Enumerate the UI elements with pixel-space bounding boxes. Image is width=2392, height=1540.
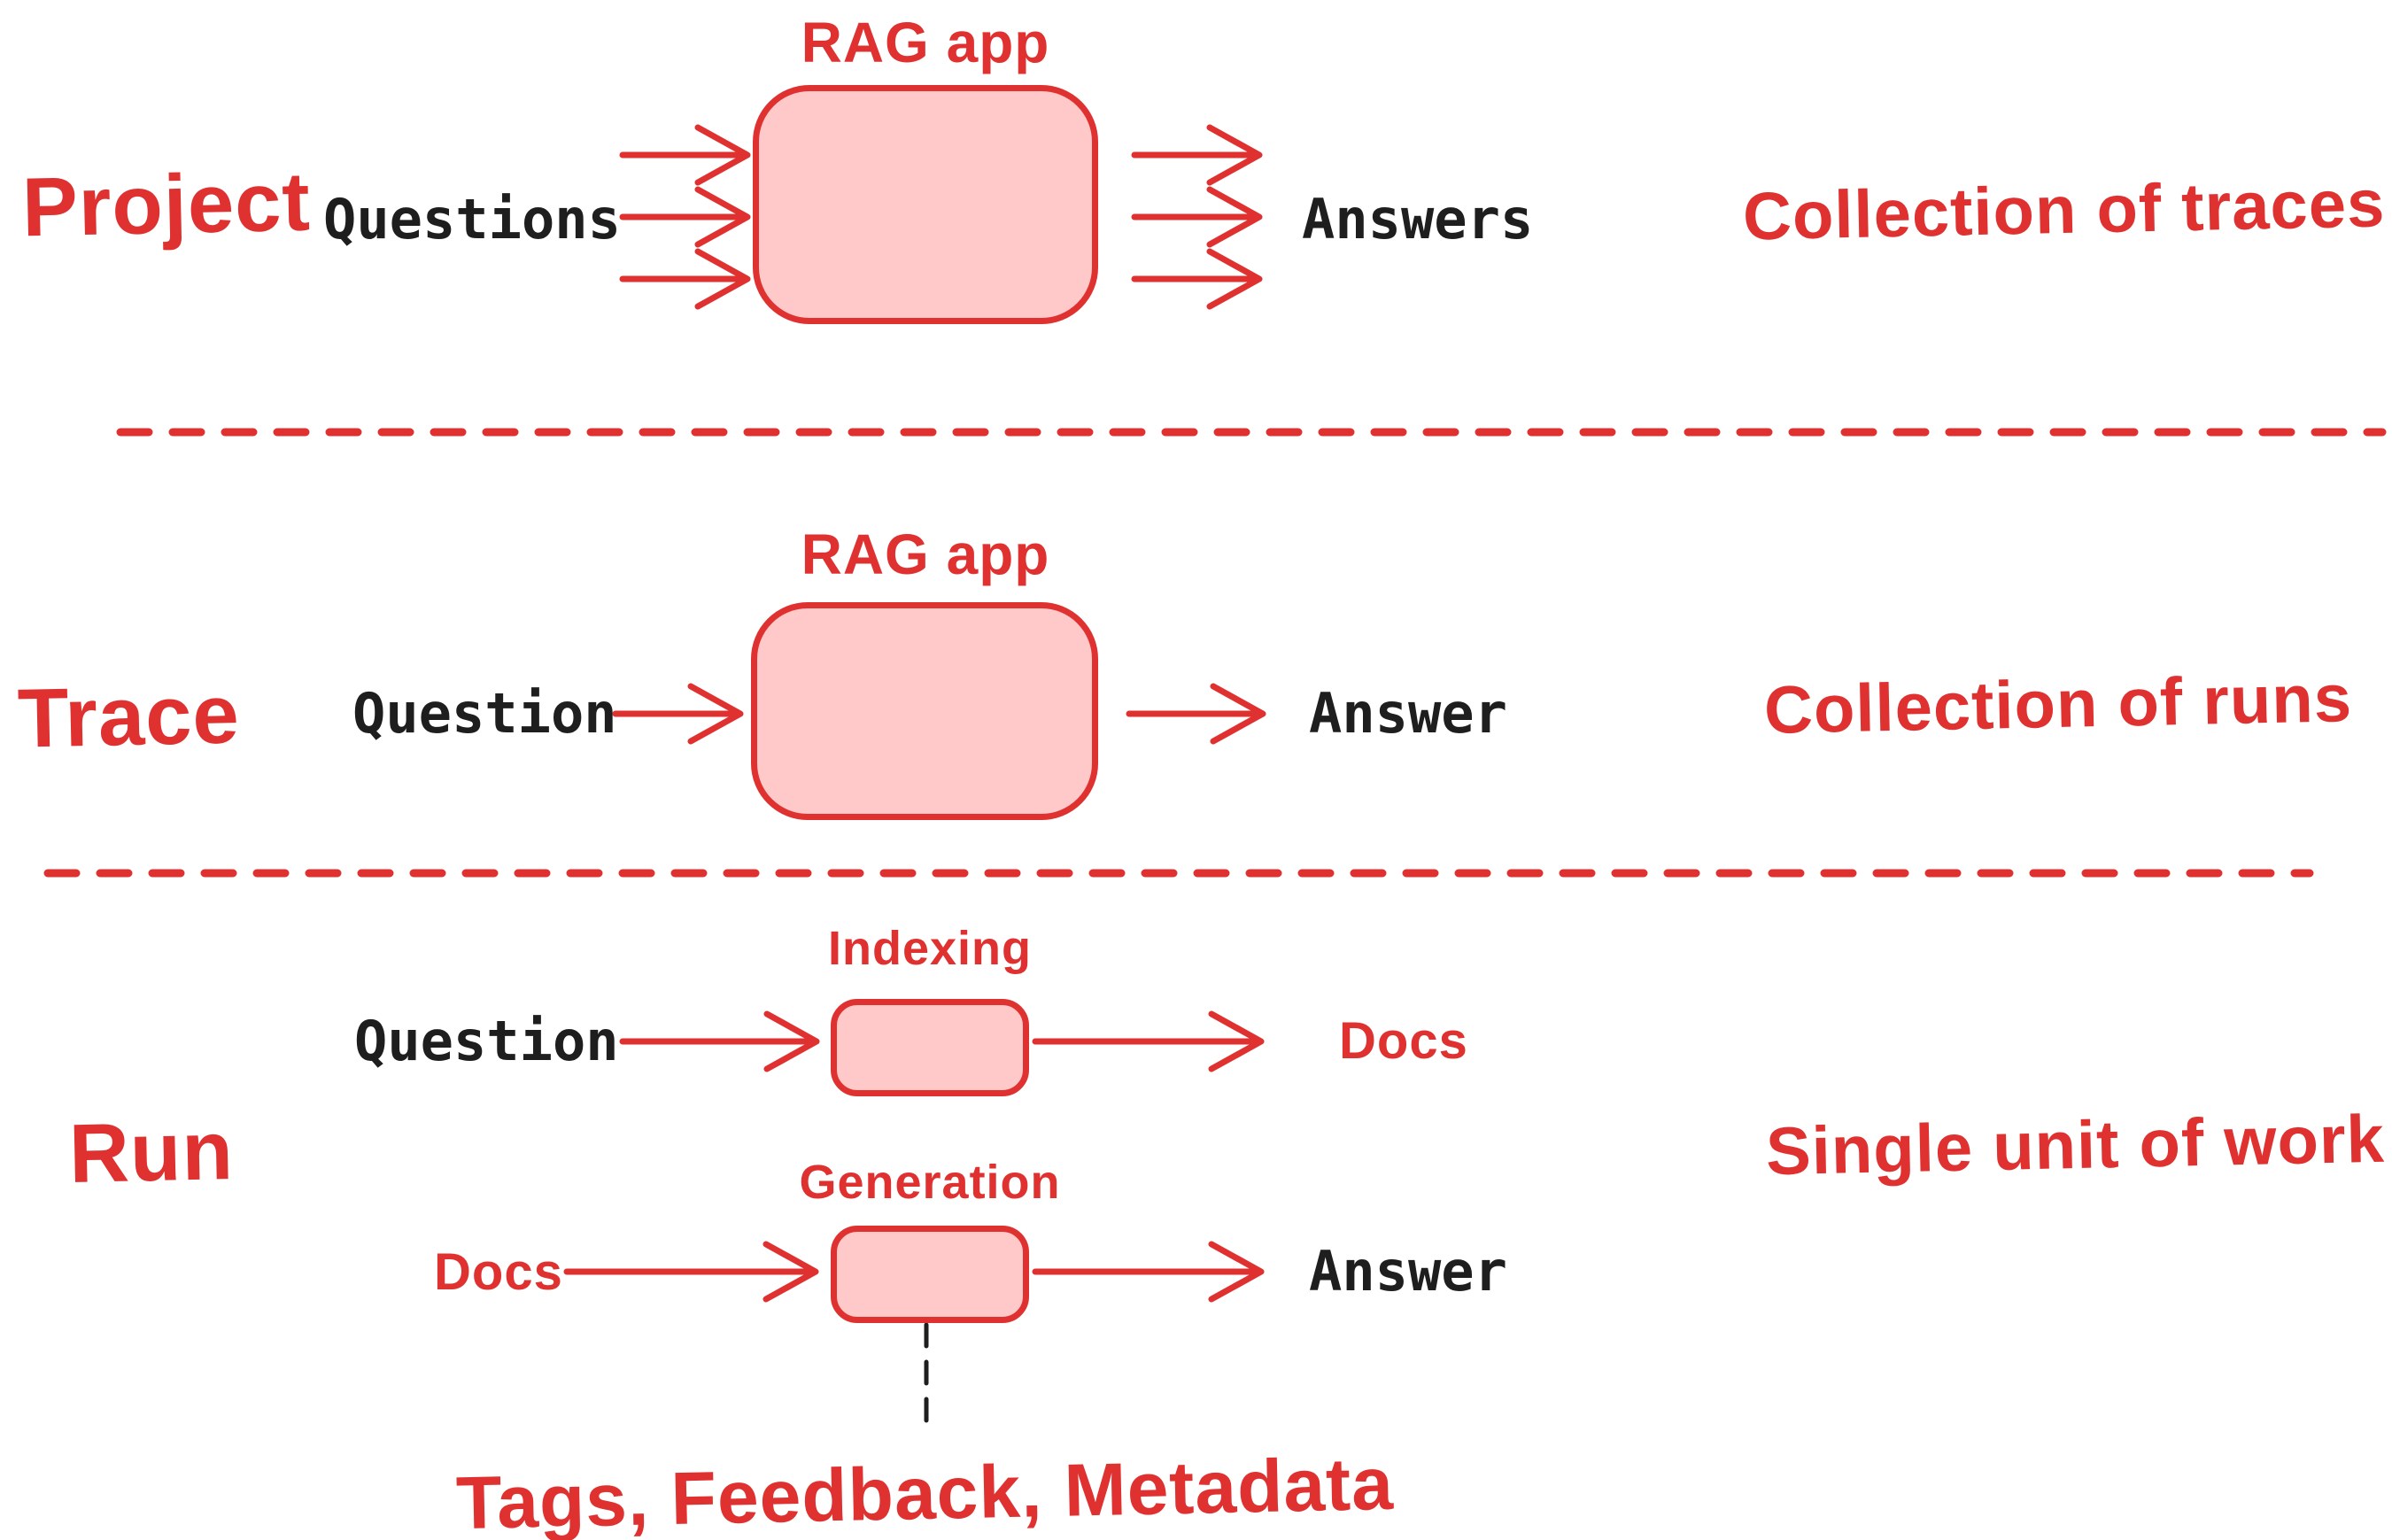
arrow-right-icon: [1131, 186, 1263, 248]
arrow-right-icon: [1032, 1010, 1265, 1072]
arrow-right-icon: [563, 1241, 819, 1303]
run-footnote: Tags, Feedback, Metadata: [455, 1441, 1395, 1540]
arrow-right-icon: [619, 1010, 820, 1072]
run-annotation: Single unit of work: [1765, 1101, 2386, 1190]
rag-app-title-trace: RAG app: [801, 522, 1050, 586]
metadata-dashed-connector: [924, 1323, 929, 1435]
answer-label-run: Answer: [1309, 1239, 1507, 1304]
arrow-right-icon: [619, 124, 751, 186]
arrow-right-icon: [1126, 683, 1266, 745]
indexing-title: Indexing: [827, 922, 1033, 975]
project-annotation: Collection of traces: [1741, 166, 2386, 255]
answers-label: Answers: [1302, 187, 1534, 252]
arrow-right-icon: [1131, 124, 1263, 186]
question-label-trace: Question: [352, 681, 617, 746]
arrow-right-icon: [1131, 248, 1263, 310]
run-section-label: Run: [67, 1103, 235, 1200]
rag-app-title-project: RAG app: [801, 11, 1050, 74]
trace-section-label: Trace: [16, 667, 241, 765]
question-label-run: Question: [354, 1009, 619, 1073]
generation-title: Generation: [799, 1156, 1061, 1209]
docs-output-label: Docs: [1339, 1012, 1468, 1070]
questions-label: Questions: [323, 187, 621, 252]
rag-app-box-trace: [751, 602, 1098, 820]
dashed-divider: [43, 869, 2314, 878]
generation-box: [831, 1226, 1029, 1323]
project-section-label: Project: [20, 154, 312, 254]
arrow-right-icon: [619, 186, 751, 248]
arrow-right-icon: [1032, 1241, 1265, 1303]
arrow-right-icon: [612, 683, 744, 745]
dashed-divider: [116, 428, 2387, 437]
arrow-right-icon: [619, 248, 751, 310]
rag-app-box-project: [753, 85, 1098, 324]
answer-label-trace: Answer: [1309, 681, 1507, 746]
trace-annotation: Collection of runs: [1763, 661, 2353, 748]
indexing-box: [831, 999, 1029, 1096]
docs-input-label: Docs: [434, 1243, 563, 1301]
